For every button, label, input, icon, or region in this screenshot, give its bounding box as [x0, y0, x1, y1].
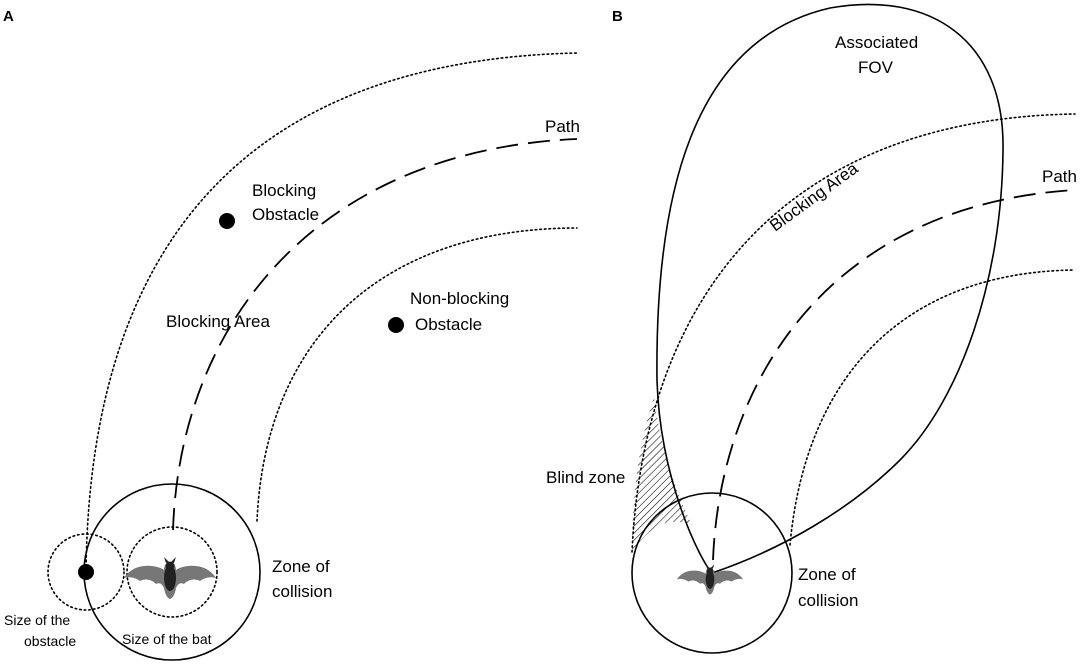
- zone-of-collision-label-line2: collision: [272, 582, 332, 601]
- bat-icon: [124, 557, 216, 599]
- panel-b-letter: B: [612, 8, 623, 25]
- zone-of-collision-label-b-line1: Zone of: [798, 565, 856, 584]
- blocking-obstacle: [219, 213, 235, 229]
- obstacle-size-label-line1: Size of the: [4, 612, 70, 628]
- flight-path: [172, 138, 578, 531]
- associated-fov: [656, 3, 1004, 574]
- bat-size-label: Size of the bat: [122, 631, 212, 647]
- blocking-area-inner-boundary-b: [789, 269, 1076, 546]
- obstacle-size-circle: [47, 533, 125, 611]
- obstacle-marker: [78, 564, 94, 580]
- blind-zone-label: Blind zone: [546, 468, 625, 487]
- blocking-area-outer-boundary-b: [631, 113, 1076, 553]
- blocking-area-inner-boundary: [256, 227, 578, 522]
- nonblocking-obstacle-label-line1: Non-blocking: [410, 289, 509, 308]
- bat-size-circle: [126, 526, 218, 618]
- zone-of-collision-circle-b: [631, 492, 793, 654]
- path-label: Path: [545, 117, 580, 136]
- obstacle-size-label-line2: obstacle: [24, 633, 76, 649]
- zone-of-collision-circle: [83, 483, 261, 661]
- nonblocking-obstacle-label-line2: Obstacle: [415, 315, 482, 334]
- fov-label-line1: Associated: [835, 33, 918, 52]
- blocking-area-outer-boundary: [85, 52, 578, 572]
- blocking-obstacle-label-line1: Blocking: [252, 181, 316, 200]
- non-blocking-obstacle: [388, 317, 404, 333]
- blocking-obstacle-label-line2: Obstacle: [252, 205, 319, 224]
- blind-zone-area: [632, 397, 692, 552]
- panel-a-letter: A: [3, 8, 14, 25]
- panel-b: B Associated FOV Path Blocking Area Blin…: [546, 3, 1077, 654]
- panel-a: A Path Blocking Obstacle Non-blocking Ob…: [3, 8, 580, 661]
- flight-path-b: [712, 189, 1076, 561]
- bat-icon-b: [676, 564, 744, 595]
- blocking-area-label-b: Blocking Area: [766, 158, 862, 235]
- zone-of-collision-label-line1: Zone of: [272, 557, 330, 576]
- fov-label-line2: FOV: [858, 58, 894, 77]
- zone-of-collision-label-b-line2: collision: [798, 591, 858, 610]
- blocking-area-label: Blocking Area: [166, 312, 270, 331]
- path-label-b: Path: [1042, 167, 1077, 186]
